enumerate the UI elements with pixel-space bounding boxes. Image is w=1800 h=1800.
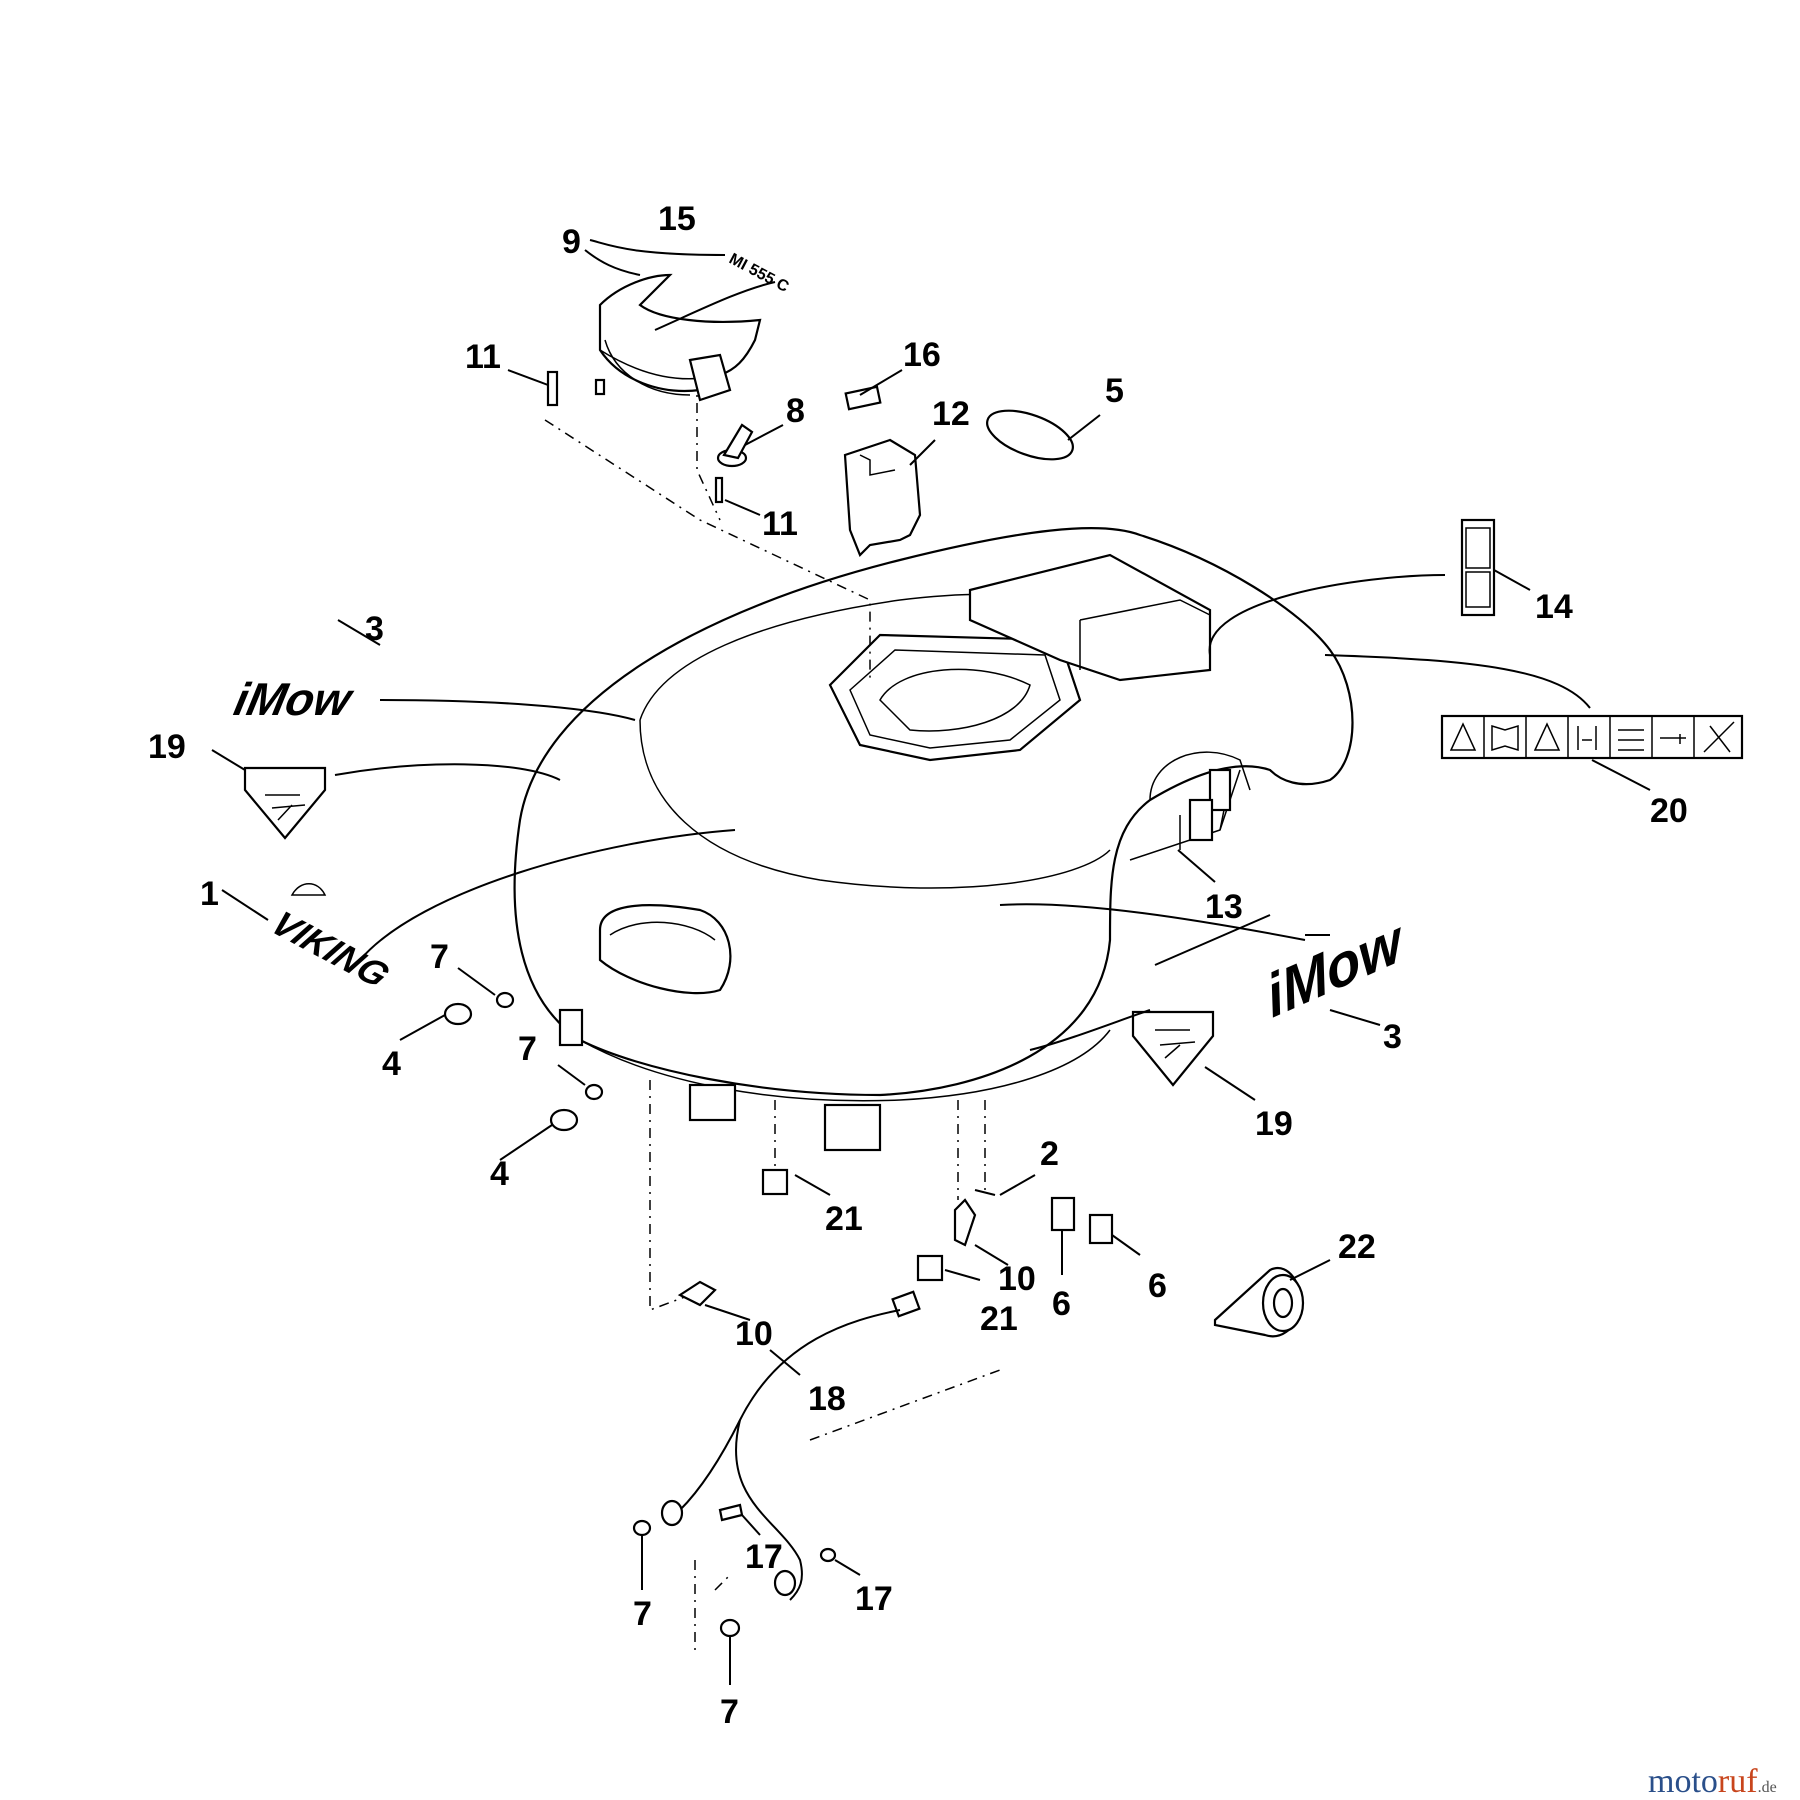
part-21-clip-lower — [916, 1254, 944, 1282]
callout-19-right: 19 — [1255, 1105, 1293, 1143]
callout-21-lower: 21 — [980, 1300, 1018, 1338]
callout-9: 9 — [562, 223, 581, 261]
callout-6-right: 6 — [1148, 1267, 1167, 1305]
callout-15: 15 — [658, 200, 696, 238]
part-17-screw-left — [718, 1503, 744, 1522]
part-2-pin — [974, 1189, 996, 1196]
part-17-screw-right — [819, 1547, 837, 1563]
part-6-clip-right — [1088, 1213, 1114, 1245]
callout-19-left: 19 — [148, 728, 186, 766]
callout-5: 5 — [1105, 372, 1124, 410]
leader-lines — [211, 239, 1651, 1685]
callout-4-lower: 4 — [490, 1155, 509, 1193]
callout-10-left: 10 — [735, 1315, 773, 1353]
callout-7-mid: 7 — [518, 1030, 537, 1068]
part-4-cap-lower — [549, 1108, 579, 1132]
imow-text-left: iMow — [230, 673, 359, 724]
callout-21-upper: 21 — [825, 1200, 863, 1238]
svg-text:motoruf.de: motoruf.de — [1648, 1763, 1777, 1800]
callout-11-lower: 11 — [762, 505, 798, 543]
part-7-washer-d — [719, 1618, 741, 1638]
no-children-icon — [1703, 721, 1735, 753]
callout-22: 22 — [1338, 1228, 1376, 1266]
part-19-decal-right — [1131, 1010, 1215, 1087]
callout-14: 14 — [1535, 588, 1573, 626]
assembly-lines — [544, 355, 1001, 1650]
watermark-part2: ruf — [1718, 1763, 1758, 1800]
mower-housing — [513, 527, 1354, 1152]
callout-20: 20 — [1650, 792, 1688, 830]
callout-17-right: 17 — [855, 1580, 893, 1618]
model-plate-text: MI 555 C — [726, 251, 792, 297]
hazard-triangle-icon — [1533, 722, 1561, 751]
callout-17-left: 17 — [745, 1538, 783, 1576]
watermark-suffix: .de — [1758, 1779, 1777, 1796]
decal-viking: VIKING — [263, 904, 398, 995]
part-10-sensor-left — [677, 1280, 717, 1307]
callout-7-lower-left: 7 — [633, 1595, 652, 1633]
part-7-washer-b — [584, 1083, 604, 1101]
viking-text: VIKING — [263, 904, 398, 995]
callout-12: 12 — [932, 395, 970, 433]
part-16-plate — [844, 385, 882, 411]
watermark-part1: moto — [1648, 1763, 1718, 1800]
manual-book-icon — [1491, 724, 1519, 752]
part-18-cable — [660, 1290, 921, 1601]
part-12-cover — [843, 438, 922, 557]
callout-16: 16 — [903, 336, 941, 374]
part-4-cap-upper — [443, 1002, 473, 1026]
callout-13: 13 — [1205, 888, 1243, 926]
part-10-sensor-right — [953, 1198, 977, 1247]
callout-11-upper: 11 — [465, 338, 501, 376]
part-7-washer-c — [632, 1519, 652, 1537]
warning-triangle-icon — [1449, 722, 1477, 751]
part-19-decal-left — [243, 766, 327, 840]
callout-7-upper: 7 — [430, 938, 449, 976]
callout-8: 8 — [786, 392, 805, 430]
adjust-settings-icon — [1618, 729, 1644, 751]
callout-6-left: 6 — [1052, 1285, 1071, 1323]
part-5-lens — [986, 409, 1074, 461]
part-21-clip-upper — [761, 1168, 789, 1196]
part-6-clip-left — [1050, 1196, 1076, 1232]
callout-2: 2 — [1040, 1135, 1059, 1173]
watermark: motoruf.de — [1648, 1763, 1777, 1800]
key-icon — [1660, 734, 1686, 744]
callout-3-right: 3 — [1383, 1018, 1402, 1056]
decal-imow-left: iMow — [230, 673, 359, 724]
part-14-label — [1460, 518, 1496, 617]
part-11-pin-upper — [546, 370, 559, 407]
callout-7-lower: 7 — [720, 1693, 739, 1731]
part-7-washer-a — [495, 991, 515, 1009]
callout-18: 18 — [808, 1380, 846, 1418]
callout-10-right: 10 — [998, 1260, 1036, 1298]
callout-3-left: 3 — [365, 610, 384, 648]
callout-4-upper: 4 — [382, 1045, 401, 1083]
part-9-handle-cover — [594, 273, 762, 402]
decal-model-plate: MI 555 C — [726, 251, 792, 297]
viking-helmet-icon — [290, 883, 327, 896]
callout-1: 1 — [200, 875, 219, 913]
part-22-tape-roll — [1213, 1266, 1305, 1338]
callout-numbers: 15 9 11 11 8 16 12 5 14 20 13 3 3 19 19 … — [148, 200, 1688, 1731]
part-20-warning-strip — [1440, 714, 1744, 760]
part-8-key-switch — [716, 423, 754, 468]
part-11-pin-lower — [714, 476, 724, 504]
distance-person-icon — [1577, 726, 1597, 750]
